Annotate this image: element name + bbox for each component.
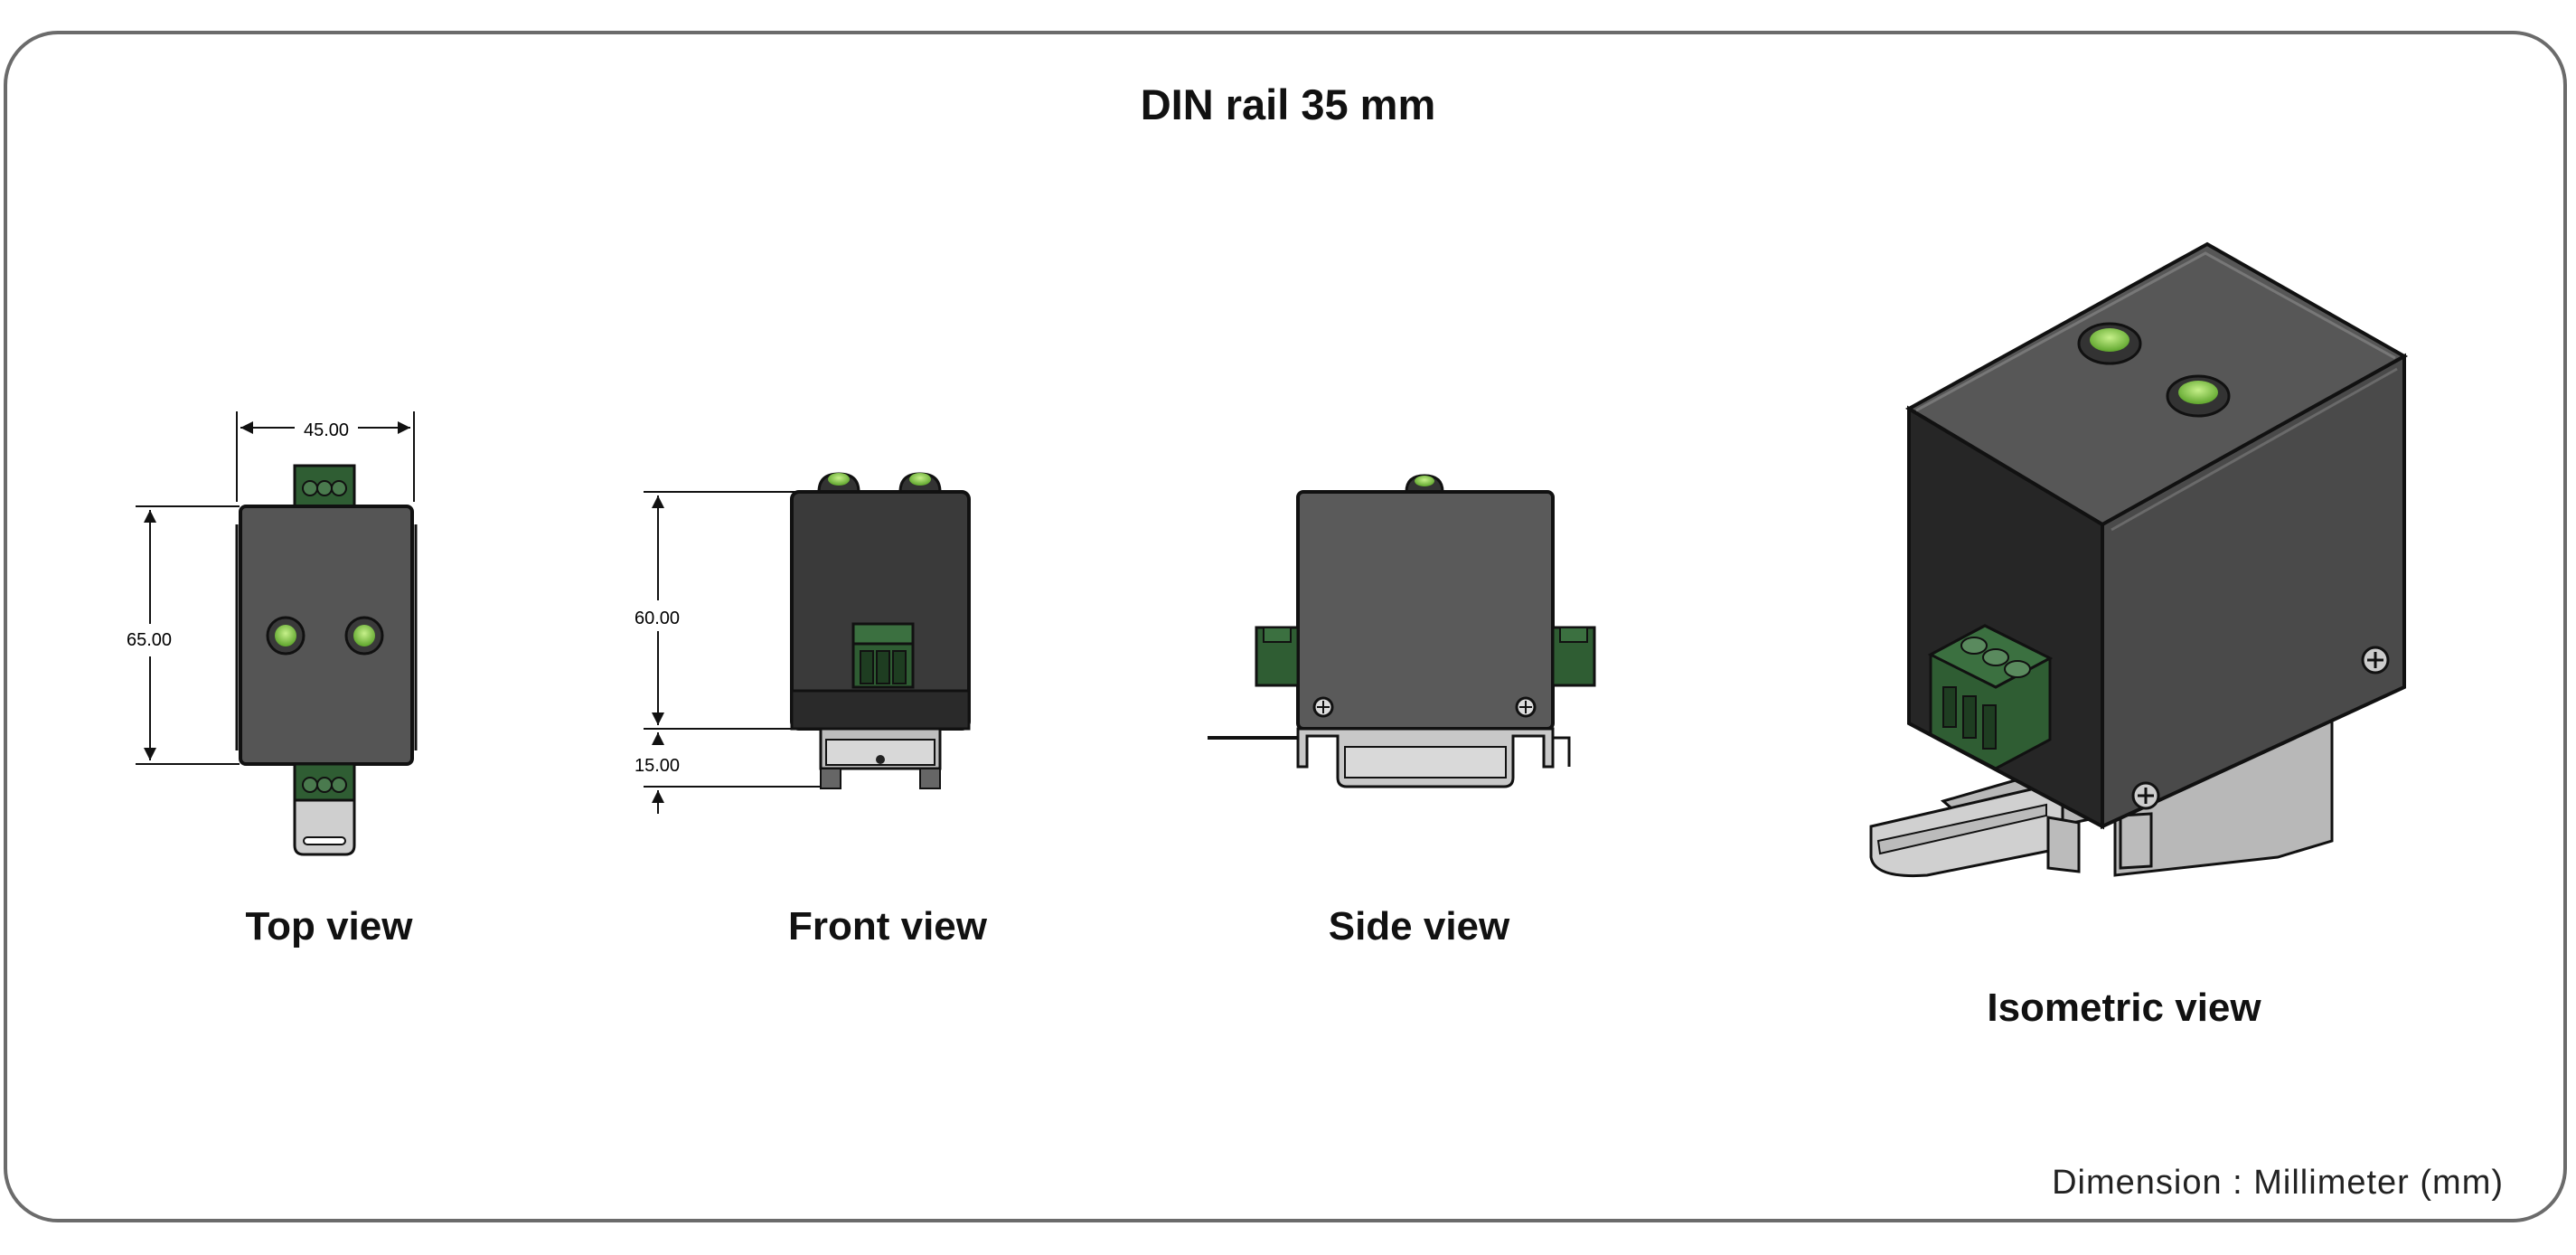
dimension-unit-note: Dimension : Millimeter (mm)	[2052, 1164, 2504, 1202]
caption-front-view: Front view	[787, 904, 988, 948]
dim-top-height: 65.00	[127, 630, 172, 650]
dim-top-width: 45.00	[304, 420, 349, 440]
caption-isometric-view: Isometric view	[1987, 986, 2261, 1030]
dim-front-rail: 15.00	[635, 756, 680, 776]
dim-front-height: 60.00	[635, 609, 680, 628]
caption-side-view: Side view	[1328, 904, 1510, 948]
isometric-view-drawing	[1869, 241, 2409, 878]
side-view-drawing	[1208, 474, 1596, 788]
front-view-drawing	[629, 472, 971, 814]
figure-title: DIN rail 35 mm	[1140, 80, 1436, 128]
caption-top-view: Top view	[245, 904, 413, 948]
top-view-drawing	[118, 411, 418, 856]
figure-frame	[4, 31, 2567, 1222]
